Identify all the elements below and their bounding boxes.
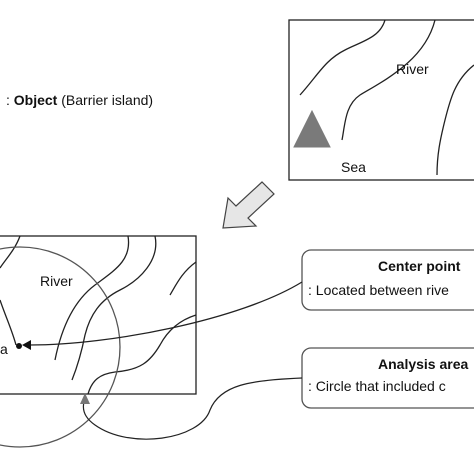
bottom-map-line-1	[0, 235, 21, 269]
top-map-sea-label: Sea	[341, 159, 366, 175]
legend-object-desc: (Barrier island)	[57, 92, 154, 108]
barrier-island-triangle-icon	[293, 109, 331, 148]
bottom-map-line-5	[87, 314, 197, 395]
top-map-line-3	[341, 19, 436, 141]
bottom-map-line-4	[71, 235, 157, 381]
analysis-area-title: Analysis area	[378, 356, 469, 372]
legend-prefix: :	[6, 92, 14, 108]
center-point-arrowhead-icon	[22, 340, 31, 350]
bottom-map-line-3	[54, 235, 130, 361]
analysis-area-pointer-line	[82, 377, 303, 440]
center-point-desc: : Located between rive	[308, 282, 449, 298]
analysis-area-circle	[0, 246, 121, 448]
legend-object-text: : Object (Barrier island)	[6, 91, 153, 109]
center-point-marker	[16, 343, 22, 349]
center-point-callout-box	[301, 249, 474, 311]
bottom-map-river-label: River	[40, 273, 73, 289]
center-point-title: Center point	[378, 258, 461, 274]
analysis-area-desc: : Circle that included c	[308, 378, 446, 394]
bottom-map-line-2	[0, 299, 17, 346]
top-map-line-1	[299, 19, 386, 96]
center-point-pointer-line	[29, 281, 303, 346]
analysis-area-arrowhead-icon	[80, 393, 90, 404]
bottom-map-frame	[0, 235, 197, 395]
bottom-map-sea-label: a	[0, 341, 8, 357]
transition-arrow-icon	[222, 181, 275, 229]
top-map-frame	[288, 19, 474, 181]
bottom-map-line-6	[169, 261, 197, 296]
top-map-river-label: River	[396, 61, 429, 77]
legend-object-label: Object	[13, 92, 58, 108]
top-map-line-4	[436, 64, 474, 176]
